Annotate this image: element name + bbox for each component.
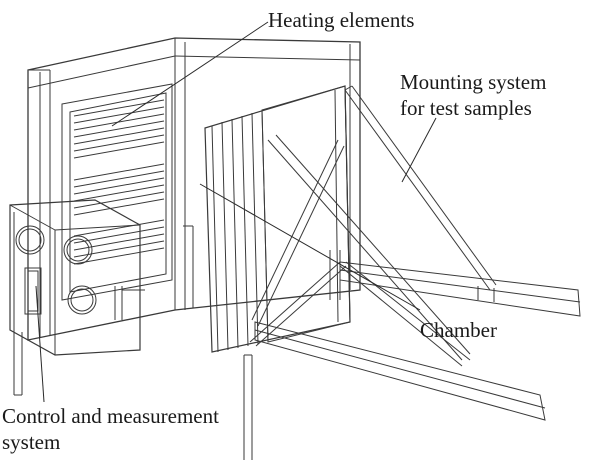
mounting-system	[244, 86, 580, 460]
label-chamber: Chamber	[420, 318, 497, 342]
label-mounting-system-line2: for test samples	[400, 96, 532, 120]
control-measurement-box	[10, 200, 140, 395]
furnace-legs	[115, 226, 193, 320]
chamber-door-frames	[205, 86, 350, 352]
label-mounting-system-line1: Mounting system	[400, 70, 547, 94]
label-control-measurement-line1: Control and measurement	[2, 404, 219, 428]
leader-lines	[36, 22, 436, 402]
furnace-back-box	[28, 38, 360, 340]
label-heating-elements: Heating elements	[268, 8, 415, 32]
heating-elements-panel	[62, 84, 172, 300]
label-control-measurement-line2: system	[2, 430, 61, 454]
